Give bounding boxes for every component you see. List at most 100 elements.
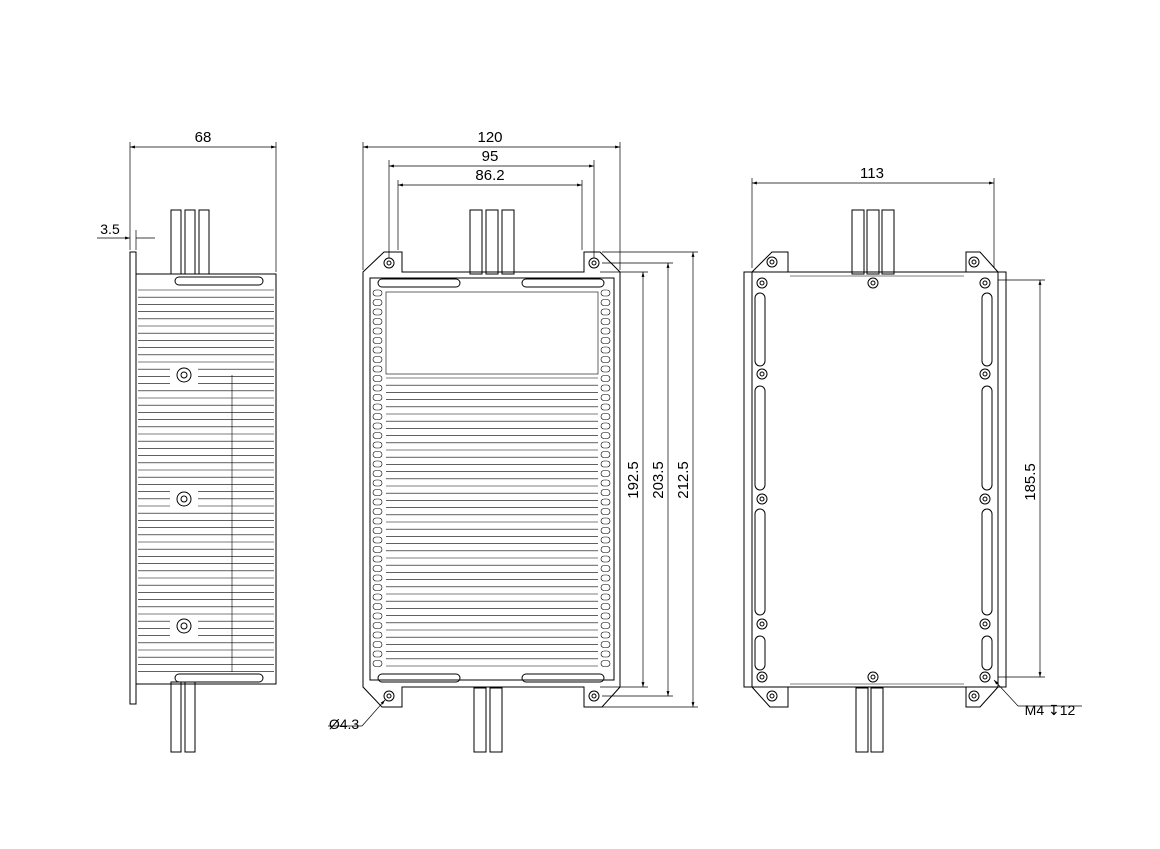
front-side-slot: [372, 470, 383, 477]
front-side-slot: [372, 337, 383, 344]
front-side-slot: [600, 660, 611, 667]
front-side-slot: [600, 546, 611, 553]
front-side-slot: [372, 574, 383, 582]
front-side-slot: [600, 299, 611, 306]
dim-192-5-label: 192.5: [625, 461, 642, 499]
front-slot-br: [521, 673, 605, 683]
back-slot-left: [754, 508, 766, 616]
back-hole: [979, 277, 991, 289]
front-side-slot: [372, 555, 383, 563]
front-side-slot: [600, 612, 611, 620]
back-body: [743, 271, 1007, 688]
side-bosses: [170, 364, 198, 637]
side-slot-bottom: [174, 673, 264, 683]
dim-192-5: 192.5: [600, 271, 648, 688]
front-side-slot: [372, 460, 383, 468]
front-slot-tr: [521, 278, 605, 288]
front-side-slot: [600, 365, 611, 373]
front-side-slot: [600, 441, 611, 449]
back-screw-holes: [756, 277, 991, 683]
front-side-slot: [600, 384, 611, 392]
back-hole-inner: [759, 496, 765, 502]
back-hole-inner: [982, 496, 988, 502]
front-side-slot: [372, 299, 383, 306]
dim-68-label: 68: [195, 129, 212, 146]
front-side-slot: [600, 375, 611, 382]
back-hole: [756, 618, 768, 630]
front-top-panel: [385, 291, 599, 375]
dim-86-2: 86.2: [397, 167, 583, 250]
front-slot-bl: [377, 673, 461, 683]
front-slots-left: [372, 289, 383, 667]
dim-212-5: 212.5: [602, 251, 698, 708]
back-hole-inner: [759, 621, 765, 627]
side-cables-top: [170, 209, 210, 275]
front-view: 120 95 86.2 192.5 203.5: [328, 129, 698, 753]
front-side-slot: [600, 498, 611, 506]
front-side-slot: [600, 289, 611, 297]
front-side-slot: [372, 508, 383, 515]
dim-68: 68: [129, 129, 277, 272]
dim-113-label: 113: [860, 165, 884, 182]
back-view: 113 185.5 M4 ↧12: [743, 165, 1082, 753]
front-side-slot: [372, 432, 383, 439]
side-fins: [138, 289, 274, 672]
back-hole-inner: [982, 371, 988, 377]
back-flange: [751, 251, 999, 708]
back-slot-right: [981, 292, 993, 367]
front-side-slot: [372, 650, 383, 658]
back-slot-left: [754, 385, 766, 491]
dim-120-label: 120: [477, 129, 502, 146]
front-side-slot: [372, 631, 383, 639]
back-hole: [979, 671, 991, 683]
front-side-slot: [600, 327, 611, 335]
front-cables-top: [469, 209, 515, 275]
front-side-slot: [372, 584, 383, 591]
back-hole-inner: [982, 674, 988, 680]
front-side-slot: [372, 517, 383, 525]
front-side-slot: [600, 346, 611, 354]
front-side-slot: [600, 593, 611, 601]
front-side-slot: [600, 451, 611, 458]
front-side-slot: [600, 517, 611, 525]
front-side-slot: [372, 536, 383, 544]
front-side-slot: [600, 356, 611, 363]
dim-hole-label: Ø4.3: [329, 716, 360, 732]
side-cables-bottom: [170, 681, 196, 753]
front-side-slot: [372, 498, 383, 506]
dim-86-2-label: 86.2: [475, 167, 504, 184]
front-side-slot: [600, 489, 611, 496]
front-side-slot: [372, 327, 383, 335]
front-side-slot: [600, 508, 611, 515]
back-slot-right: [981, 385, 993, 491]
front-side-slot: [372, 365, 383, 373]
front-side-slot: [372, 346, 383, 354]
back-hole: [979, 368, 991, 380]
dim-95: 95: [388, 148, 595, 258]
front-side-slot: [600, 622, 611, 629]
back-hole: [756, 277, 768, 289]
front-side-slot: [372, 403, 383, 411]
front-side-slot: [600, 650, 611, 658]
dim-120: 120: [362, 129, 621, 270]
dim-185-5-label: 185.5: [1022, 463, 1039, 501]
front-side-slot: [600, 432, 611, 439]
front-side-slot: [600, 403, 611, 411]
dim-203-5-label: 203.5: [650, 461, 667, 499]
front-side-slot: [600, 631, 611, 639]
back-hole: [979, 618, 991, 630]
front-side-slot: [372, 384, 383, 392]
front-side-slot: [372, 394, 383, 401]
front-side-slot: [372, 660, 383, 667]
back-slot-left: [754, 292, 766, 367]
back-slot-left: [754, 635, 766, 671]
front-side-slot: [600, 555, 611, 563]
back-hole-inner: [982, 621, 988, 627]
back-hole-inner: [870, 674, 876, 680]
back-hole-inner: [982, 280, 988, 286]
back-hole-inner: [759, 280, 765, 286]
back-cables-bottom: [855, 687, 884, 753]
front-side-slot: [372, 489, 383, 496]
back-hole: [756, 493, 768, 505]
